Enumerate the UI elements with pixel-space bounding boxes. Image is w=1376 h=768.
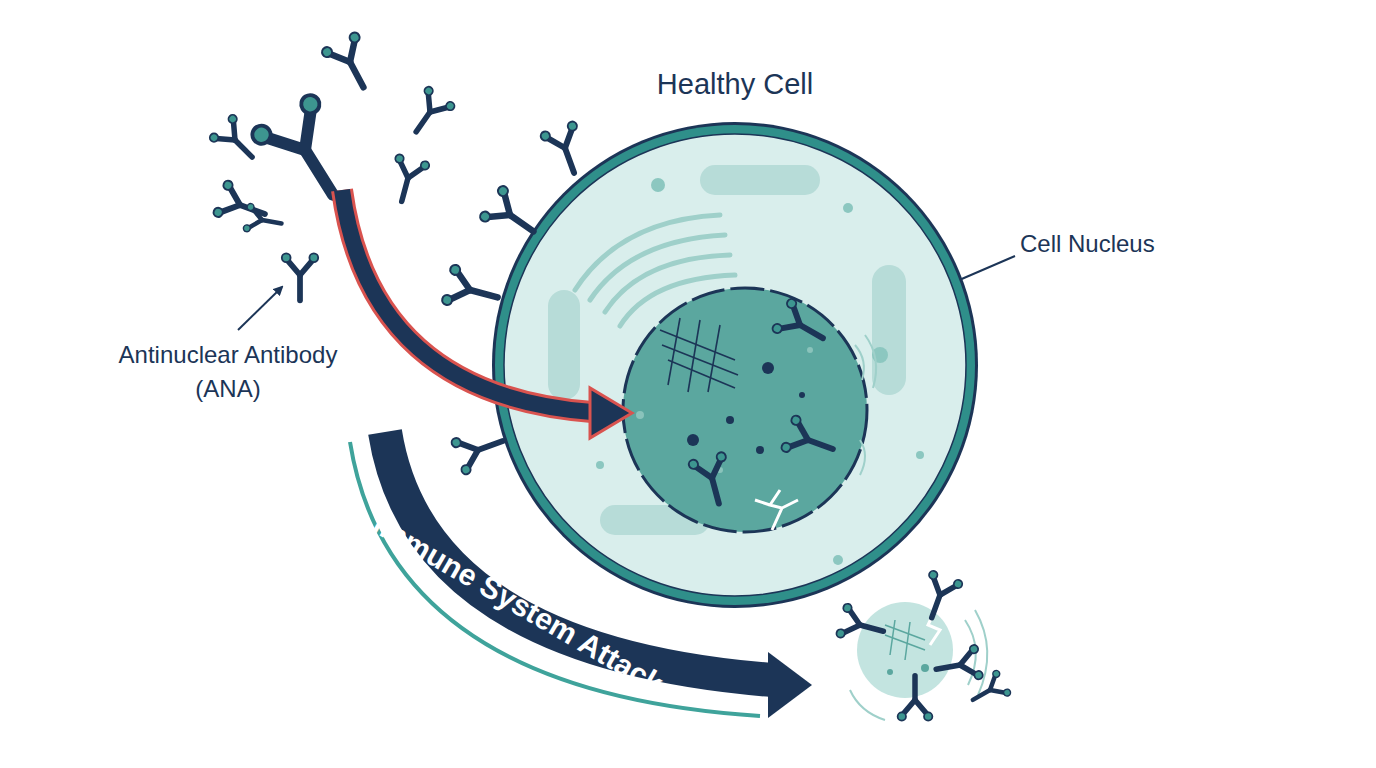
nucleus: [623, 288, 867, 532]
vesicle-dots: [596, 178, 924, 565]
band-label: Immune System Attack: [367, 507, 669, 701]
antibody: [478, 184, 545, 248]
antibody: [966, 669, 1012, 712]
band-head: [768, 652, 812, 718]
organelle: [700, 165, 820, 195]
nucleus-crack: [755, 490, 798, 530]
antibody: [771, 297, 832, 354]
nucleus-dots: [687, 362, 805, 454]
cell-membrane: [495, 125, 975, 605]
antibody: [402, 85, 456, 142]
cell-heading: Healthy Cell: [430, 68, 1040, 101]
antibody: [933, 644, 983, 686]
attack-arrow-band: Immune System Attack: [340, 420, 820, 720]
cell-circle: Healthy Cell: [490, 120, 980, 610]
nucleus-dots: [636, 347, 813, 473]
antibody: [385, 154, 430, 206]
antibody: [249, 92, 365, 215]
node-outline: [490, 120, 980, 610]
endoplasmic-reticulum: [575, 215, 735, 326]
organelle: [600, 505, 710, 535]
antibody: [243, 203, 284, 237]
chromatin: [660, 318, 738, 392]
antibody: [898, 676, 933, 721]
antibody: [688, 451, 737, 508]
binding-arrow: [342, 190, 632, 438]
antibody: [450, 423, 509, 475]
antibody: [539, 120, 591, 179]
cytoplasm: [504, 134, 966, 596]
organelle: [548, 290, 580, 400]
damage-waves: [855, 335, 876, 475]
antibody: [915, 570, 963, 624]
callout-label: Cell Nucleus: [1020, 230, 1155, 258]
cell-outline: [492, 122, 978, 608]
antibody: [441, 264, 503, 317]
antibody: [320, 31, 381, 97]
antibody: [212, 179, 271, 231]
organelle: [872, 265, 906, 395]
antibody: [282, 253, 318, 300]
callout-label: Antinuclear Antibody (ANA): [113, 338, 343, 406]
antibody: [208, 113, 264, 169]
leader-line: [238, 287, 282, 330]
antibody: [836, 603, 888, 648]
damaged-cell: [850, 602, 987, 720]
node-outline: [340, 420, 820, 720]
antibody: [780, 414, 839, 466]
